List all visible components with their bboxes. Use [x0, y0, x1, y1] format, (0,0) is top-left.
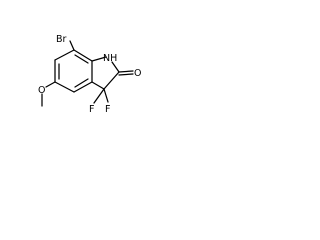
bond-c3-f1	[93, 88, 105, 104]
bond-c3a-c4	[54, 81, 75, 93]
molecule-structure: Br NH O O F F	[38, 34, 141, 115]
atom-label-o-methoxy: O	[38, 85, 45, 96]
bond-double-inner-2	[74, 78, 89, 88]
bond-c5a-c6	[54, 49, 75, 61]
bond-c6-c7	[73, 49, 93, 62]
atom-label-br: Br	[56, 34, 67, 45]
bond-c7a-c3a	[73, 81, 93, 93]
bond-c2-o-b	[118, 73, 134, 76]
bond-c3-c7a	[91, 81, 105, 90]
bond-double-inner-1	[74, 54, 89, 64]
atom-label-nh: NH	[103, 53, 117, 64]
bond-c5-o	[45, 81, 56, 88]
bond-n-c2	[111, 61, 120, 73]
bond-c2-c3	[103, 71, 120, 90]
bond-c3-f2	[103, 88, 109, 103]
bond-c2-o-a	[118, 70, 134, 73]
atom-label-o-carbonyl: O	[134, 68, 141, 79]
atom-label-f1: F	[89, 104, 94, 115]
structure-canvas: Br NH O O F F	[0, 0, 152, 152]
atom-label-f2: F	[105, 104, 110, 115]
bond-c6-br	[69, 40, 75, 51]
bond-c7-n	[91, 56, 107, 62]
